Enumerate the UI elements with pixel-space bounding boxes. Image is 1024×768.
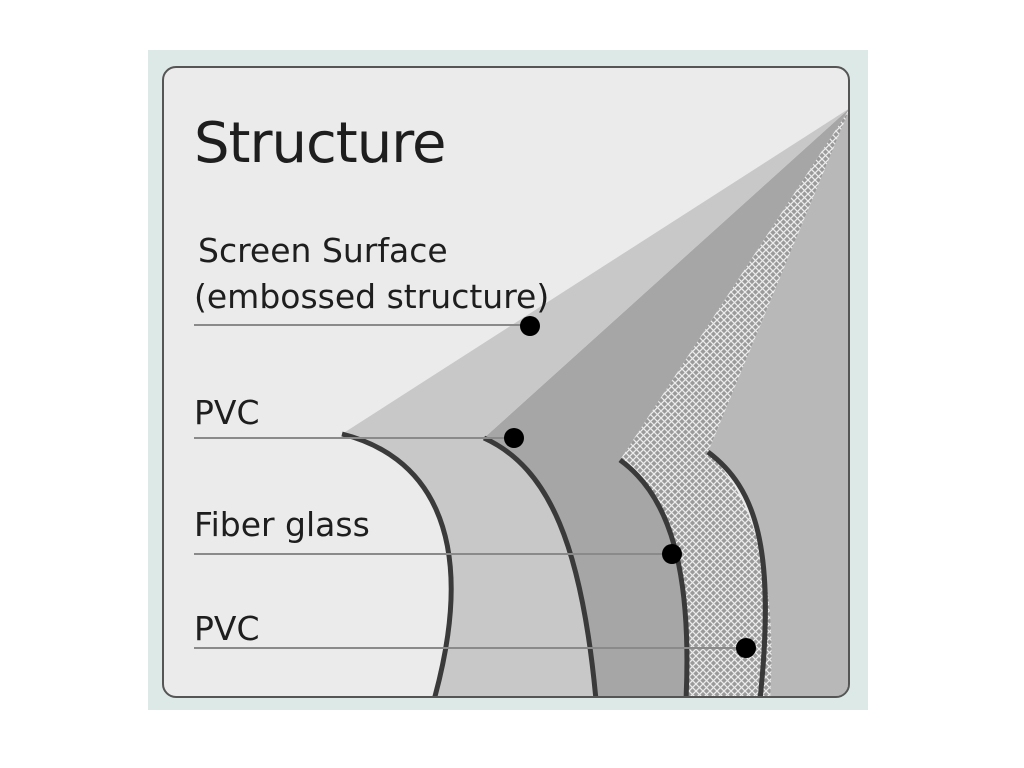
marker-dot-pvc-bottom bbox=[736, 638, 756, 658]
diagram-title: Structure bbox=[194, 111, 447, 176]
label-pvc-top: PVC bbox=[194, 393, 260, 432]
label-pvc-bottom: PVC bbox=[194, 609, 260, 648]
pvc-top-edge bbox=[482, 435, 599, 696]
label-screen-surface: Screen Surface bbox=[198, 231, 448, 270]
screen-surface-edge bbox=[341, 431, 454, 696]
pvc-bottom-edge bbox=[706, 450, 768, 696]
pvc-bottom-layer bbox=[708, 112, 848, 696]
layer-diagram bbox=[194, 109, 848, 696]
screen-surface-layer bbox=[342, 109, 848, 696]
label-fiber-glass: Fiber glass bbox=[194, 505, 370, 544]
label-embossed-structure: (embossed structure) bbox=[194, 277, 550, 316]
structure-panel: Structure Screen Surface (embossed struc… bbox=[162, 66, 850, 698]
marker-dot-surface bbox=[520, 316, 540, 336]
marker-dot-pvc-top bbox=[504, 428, 524, 448]
pvc-top-layer bbox=[484, 109, 848, 696]
marker-dot-fiberglass bbox=[662, 544, 682, 564]
